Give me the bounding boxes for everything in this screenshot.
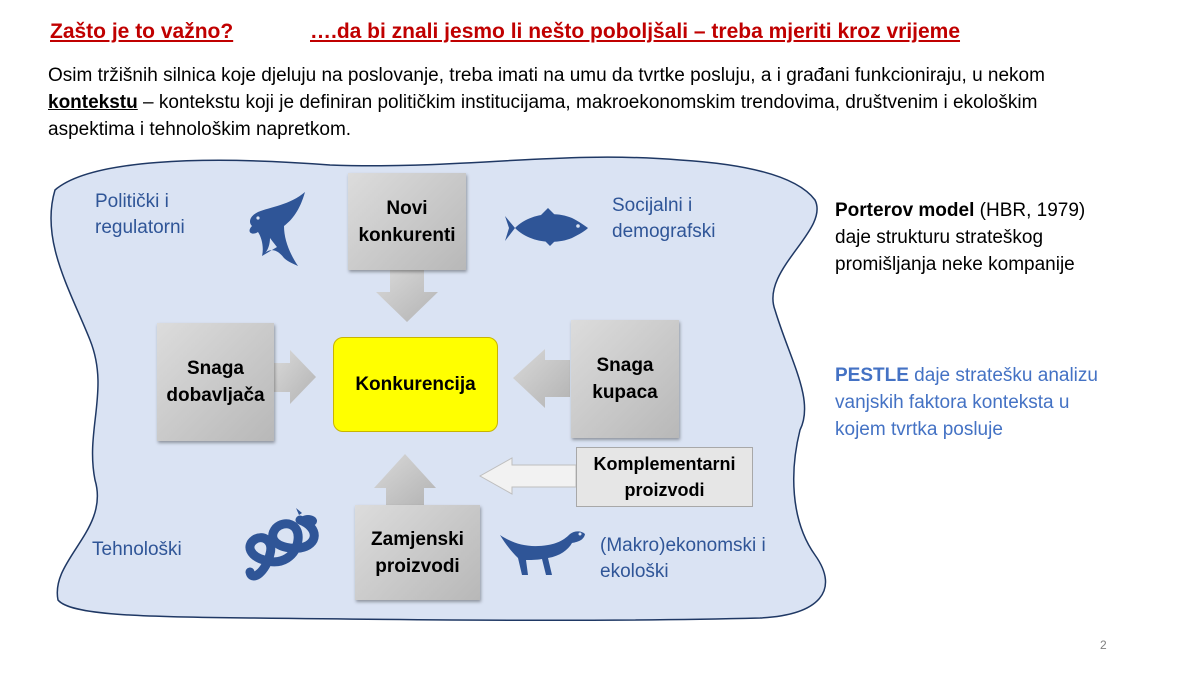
porter-line2: daje strukturu strateškog: [835, 227, 1044, 248]
slide-title-left: Zašto je to važno?: [50, 20, 234, 43]
slide-title-right: ….da bi znali jesmo li nešto poboljšali …: [310, 20, 961, 43]
box-suppliers: Snaga dobavljača: [157, 323, 274, 441]
box-substitutes-line2: proizvodi: [375, 555, 460, 577]
box-buyers-line2: kupaca: [592, 382, 658, 403]
box-complements-line1: Komplementarni: [593, 454, 736, 474]
arrow-new-entrants: [376, 270, 438, 322]
box-suppliers-line2: dobavljača: [166, 385, 265, 406]
dinosaur-icon: [500, 531, 585, 575]
fish-icon: [505, 208, 588, 246]
porter-title: Porterov model: [835, 200, 975, 221]
box-competition: Konkurencija: [333, 337, 498, 432]
box-complements: Komplementarni proizvodi: [576, 447, 753, 507]
label-economic: (Makro)ekonomski i ekološki: [600, 533, 766, 585]
pestle-line2: vanjskih faktora konteksta u: [835, 392, 1070, 413]
porter-citation: (HBR, 1979): [974, 200, 1086, 221]
porter-description: Porterov model (HBR, 1979) daje struktur…: [835, 197, 1085, 278]
intro-text-2: – kontekstu koji je definiran političkim…: [48, 92, 1038, 140]
intro-keyword: kontekstu: [48, 92, 138, 113]
label-economic-line2: ekološki: [600, 561, 669, 582]
label-social: Socijalni i demografski: [612, 193, 716, 245]
porter-line3: promišljanja neke kompanije: [835, 254, 1075, 275]
label-technological: Tehnološki: [92, 539, 182, 560]
box-new-entrants: Novi konkurenti: [348, 173, 466, 270]
box-buyers-line1: Snaga: [596, 355, 654, 376]
box-complements-line2: proizvodi: [624, 480, 705, 500]
page-number: 2: [1100, 638, 1107, 652]
label-political: Politički i regulatorni: [95, 189, 185, 241]
arrow-buyers: [513, 349, 570, 408]
box-buyers: Snaga kupaca: [571, 320, 679, 438]
arrow-substitutes: [374, 454, 436, 505]
intro-paragraph: Osim tržišnih silnica koje djeluju na po…: [48, 62, 1128, 143]
shark-icon: [249, 192, 305, 266]
pestle-title: PESTLE: [835, 365, 909, 386]
box-suppliers-line1: Snaga: [186, 358, 245, 379]
snake-icon: [245, 515, 319, 581]
arrow-complements: [478, 457, 577, 495]
box-new-entrants-line2: konkurenti: [358, 224, 456, 246]
label-social-line1: Socijalni i: [612, 195, 693, 216]
box-new-entrants-line1: Novi: [386, 197, 428, 219]
label-political-line1: Politički i: [95, 191, 169, 212]
pestle-line3: kojem tvrtka posluje: [835, 419, 1003, 440]
label-political-line2: regulatorni: [95, 217, 185, 238]
pestle-description: PESTLE daje stratešku analizu vanjskih f…: [835, 362, 1098, 443]
intro-text-1: Osim tržišnih silnica koje djeluju na po…: [48, 65, 1045, 86]
box-substitutes-line1: Zamjenski: [371, 528, 464, 550]
snake-head: [296, 508, 317, 527]
label-economic-line1: (Makro)ekonomski i: [600, 535, 766, 556]
arrow-suppliers: [274, 350, 316, 404]
pestle-line1: daje stratešku analizu: [908, 365, 1098, 386]
label-social-line2: demografski: [612, 221, 716, 242]
box-substitutes: Zamjenski proizvodi: [355, 505, 480, 600]
